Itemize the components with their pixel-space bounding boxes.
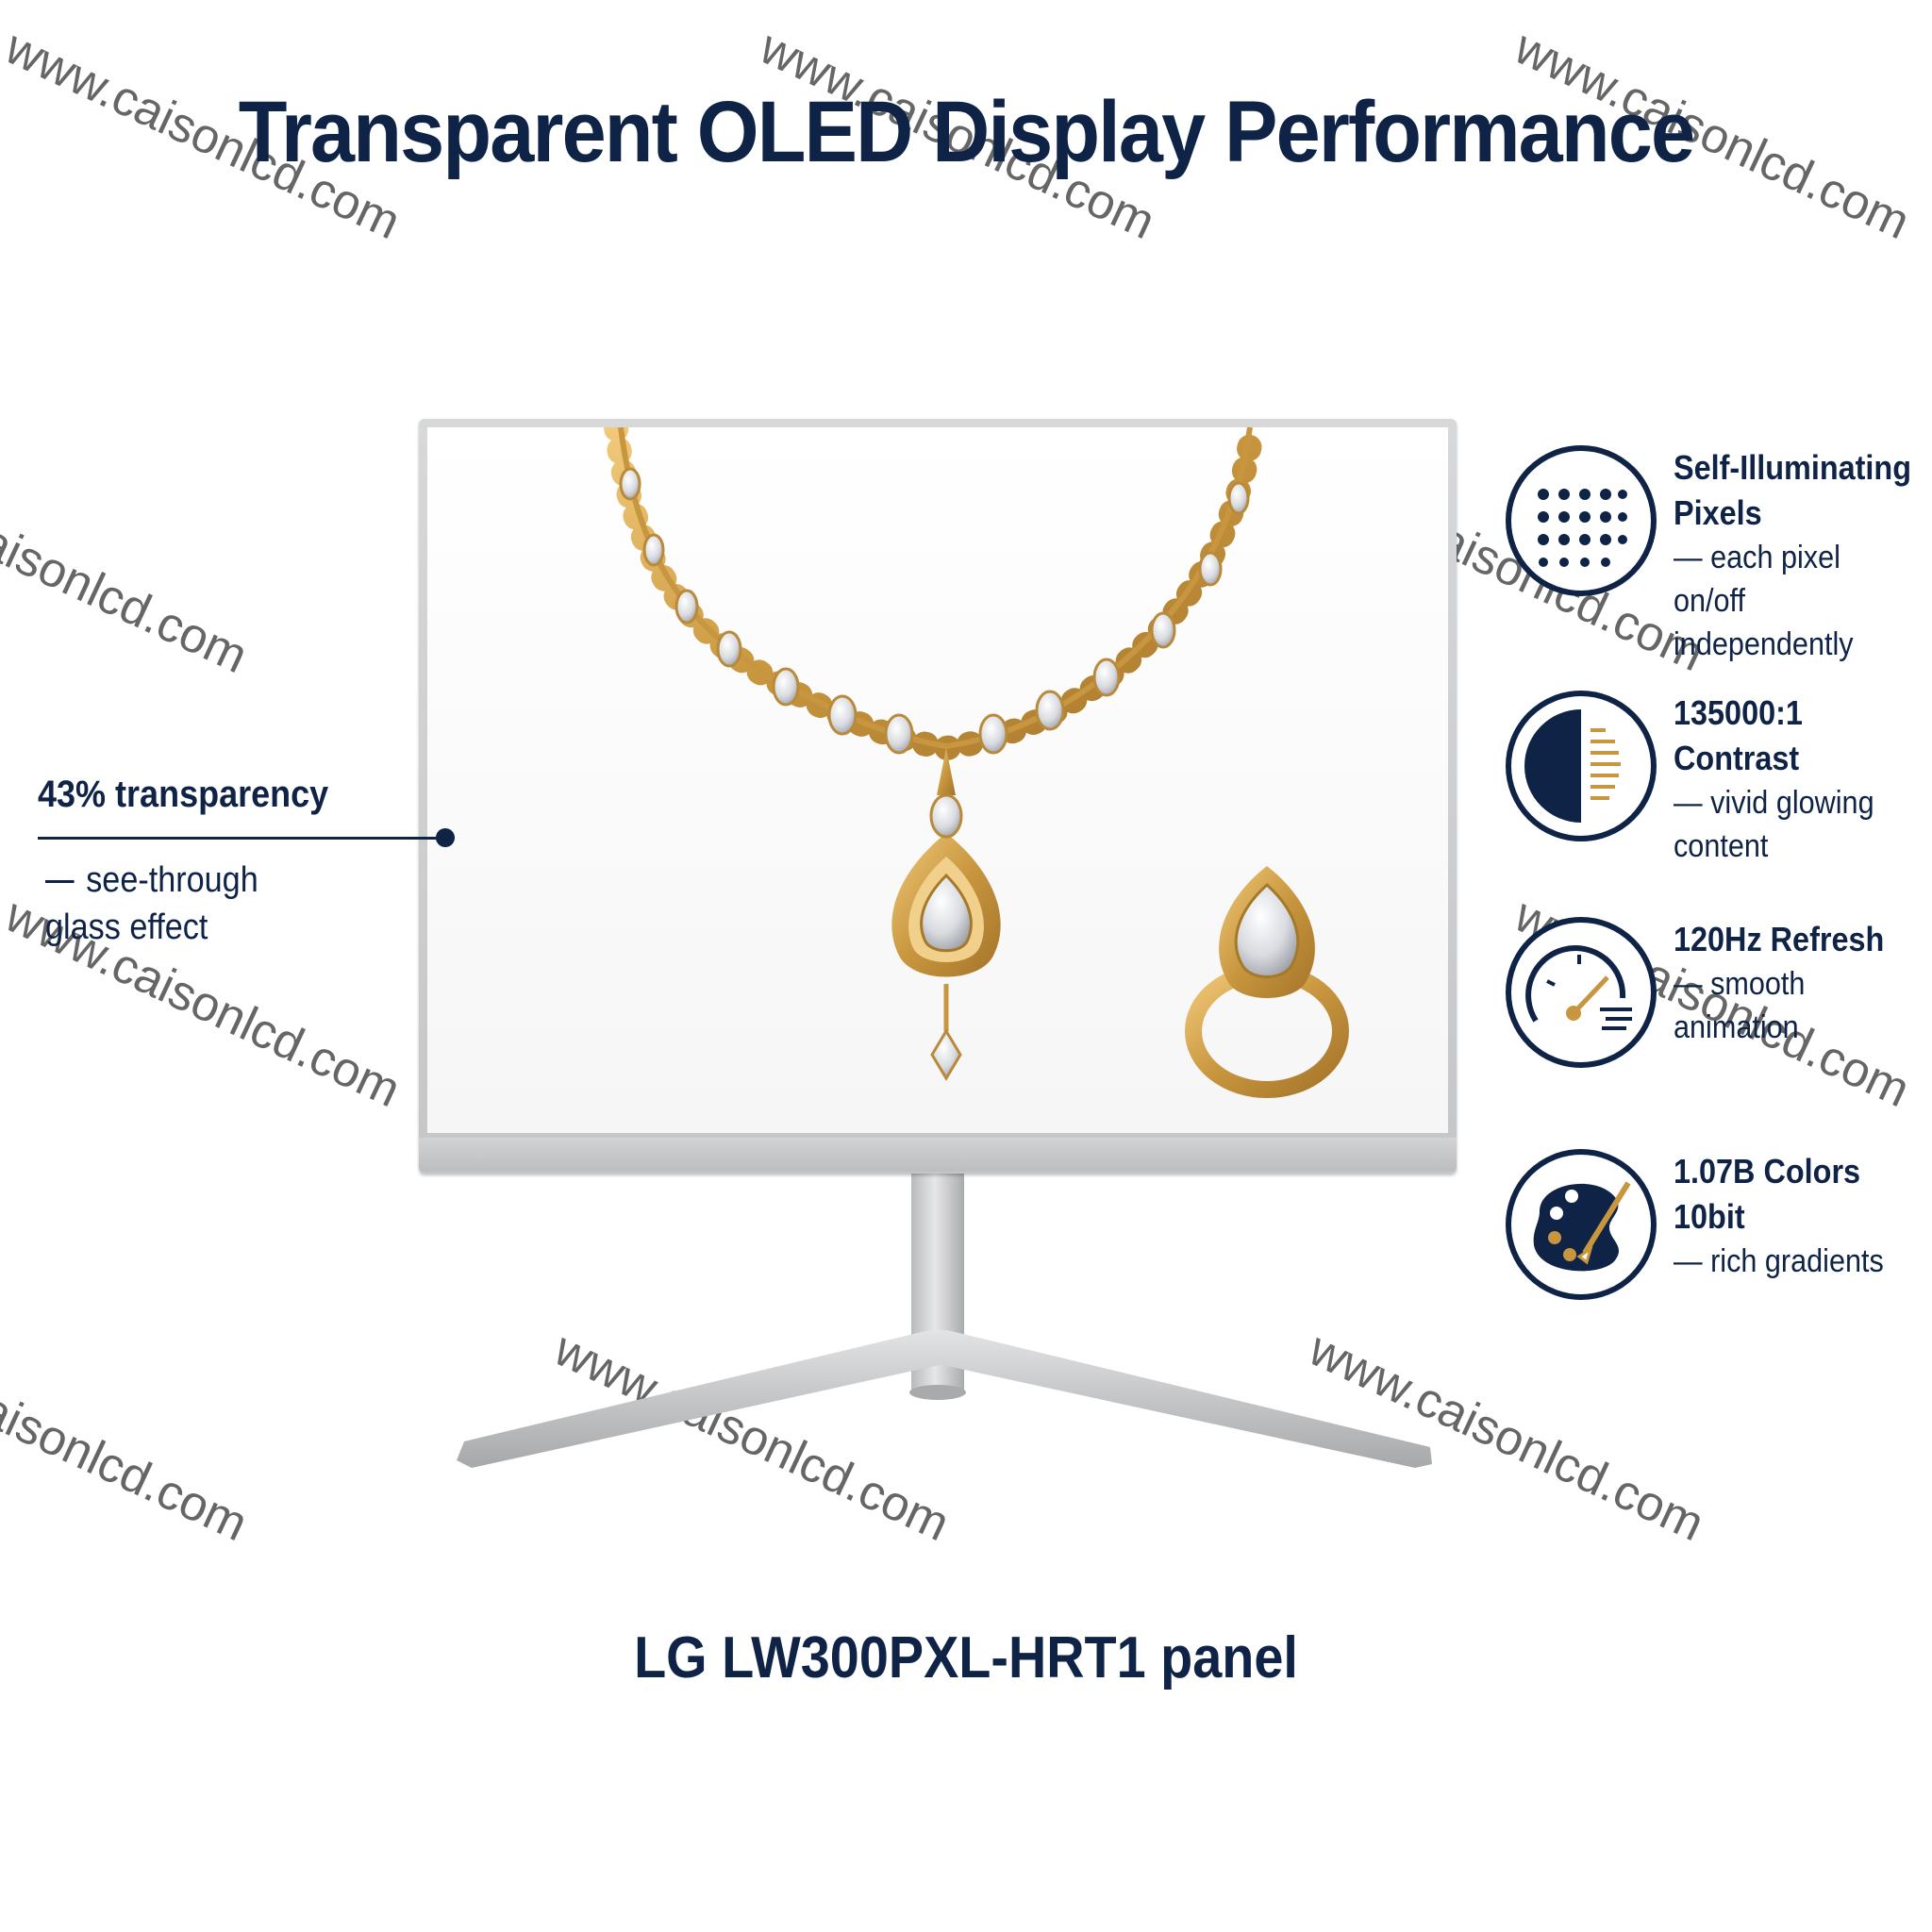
feature-desc: — smooth animation [1674, 966, 1806, 1045]
feature-title: 135000:1 Contrast [1674, 693, 1803, 777]
feature-title: Self-Illuminating Pixels [1674, 448, 1912, 532]
transparency-title: 43% transparency [38, 774, 329, 815]
feature-title: 1.07B Colors 10bit [1674, 1152, 1861, 1236]
callout-line [38, 837, 443, 840]
feature-title: 120Hz Refresh [1674, 920, 1885, 958]
contrast-icon [1506, 691, 1657, 841]
speedometer-icon [1506, 917, 1657, 1068]
jewelry-image [604, 427, 1349, 1098]
panel-label: LG LW300PXL-HRT1 panel [634, 1625, 1298, 1690]
callout-dot [436, 828, 455, 847]
monitor [419, 419, 1460, 1175]
feature-desc: — each pixel on/off independently [1674, 540, 1854, 662]
feature-desc: — rich gradients [1674, 1243, 1884, 1279]
palette-icon [1506, 1149, 1657, 1300]
transparency-desc: see-through glass effect [45, 857, 300, 951]
feature-desc: — vivid glowing content [1674, 785, 1874, 864]
monitor-screen [427, 427, 1448, 1133]
page-title: Transparent OLED Display Performance [238, 84, 1695, 180]
monitor-chin [419, 1138, 1457, 1172]
dash-icon [45, 880, 75, 884]
transparency-desc-text: see-through glass effect [45, 860, 258, 947]
pixel-grid-icon [1506, 445, 1657, 596]
